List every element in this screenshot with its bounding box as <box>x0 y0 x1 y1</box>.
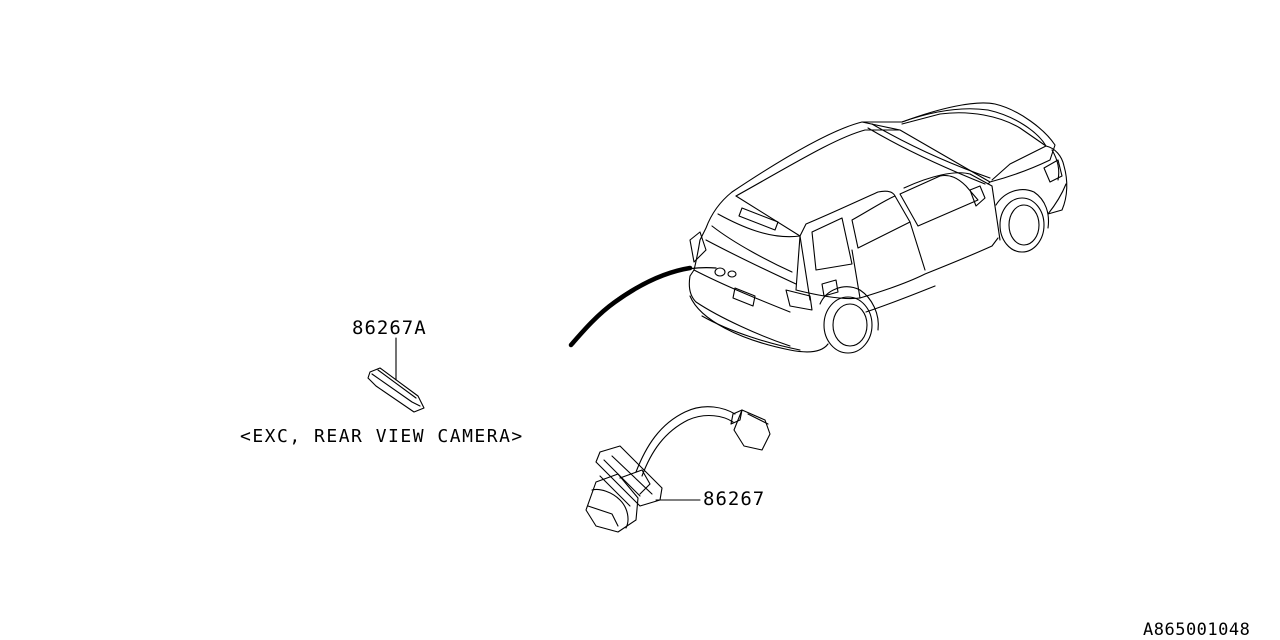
applicability-note: <EXC, REAR VIEW CAMERA> <box>240 426 524 447</box>
harness-leader <box>568 265 717 348</box>
part-number-cover: 86267A <box>352 317 427 339</box>
diagram-id: A865001048 <box>1143 620 1251 640</box>
vehicle-illustration <box>688 102 1068 354</box>
cover-part-illustration <box>367 367 425 413</box>
part-number-camera: 86267 <box>703 488 766 510</box>
camera-part-illustration <box>585 406 771 533</box>
